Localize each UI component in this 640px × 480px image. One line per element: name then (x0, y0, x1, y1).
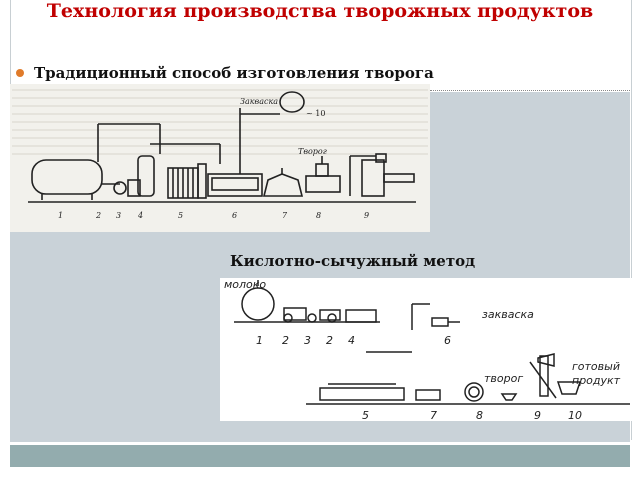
diagram1-number: 4 (137, 211, 143, 220)
diagram2-number: 5 (362, 409, 369, 421)
diagram1-number: 6 (232, 211, 237, 220)
diagram2-number: 4 (348, 334, 355, 347)
diagram2-label-zakvaska: закваска (482, 308, 534, 321)
bullet-text: Традиционный способ изготовления творога (34, 64, 434, 82)
footer-bar (10, 445, 630, 467)
bullet-icon (16, 69, 24, 77)
diagram1-label-zakvaska: Закваска (240, 97, 278, 106)
diagram1-label-tvorog: Творог (298, 147, 327, 156)
diagram2-number: 3 (304, 334, 311, 347)
diagram1-number: 8 (316, 211, 321, 220)
diagram2-number: 9 (534, 409, 541, 421)
diagram2-label-tvorog: творог (484, 372, 523, 385)
dotted-rule (430, 90, 630, 91)
diagram2-number: 2 (326, 334, 333, 347)
diagram1-number: 7 (282, 211, 288, 220)
starter-tank (279, 91, 305, 113)
diagram2-svg: молоко закваска творог готовый продукт 1… (224, 278, 630, 421)
diagram1-number: 5 (178, 211, 183, 220)
diagram1-svg: Закваска ~ 10 Творог 1 2 3 4 5 6 7 8 9 (12, 89, 428, 220)
diagram2-number: 1 (256, 334, 263, 347)
diagram2-number: 8 (476, 409, 483, 421)
slide-title: Технология производства творожных продук… (46, 0, 594, 22)
diagram2-number: 7 (430, 409, 437, 421)
diagram1-number: 2 (95, 211, 101, 220)
milk-tank (241, 287, 275, 321)
diagram1-number: 9 (364, 211, 369, 220)
diagram2-label-moloko: молоко (224, 278, 266, 291)
diagram2-number: 10 (568, 409, 582, 421)
method-subheading: Кислотно-сычужный метод (230, 252, 476, 270)
acid-rennet-diagram: молоко закваска творог готовый продукт 1… (220, 278, 635, 421)
diagram2-number: 2 (282, 334, 289, 347)
traditional-method-diagram: Закваска ~ 10 Творог 1 2 3 4 5 6 7 8 9 (10, 84, 430, 232)
diagram2-label-produkt: продукт (572, 374, 621, 387)
diagram2-number: 6 (444, 334, 451, 347)
diagram1-number: 3 (116, 211, 121, 220)
diagram2-label-gotoviy: готовый (572, 360, 620, 373)
diagram1-label-ten: ~ 10 (306, 109, 325, 118)
milk-tank (31, 159, 103, 195)
diagram1-number: 1 (58, 211, 63, 220)
